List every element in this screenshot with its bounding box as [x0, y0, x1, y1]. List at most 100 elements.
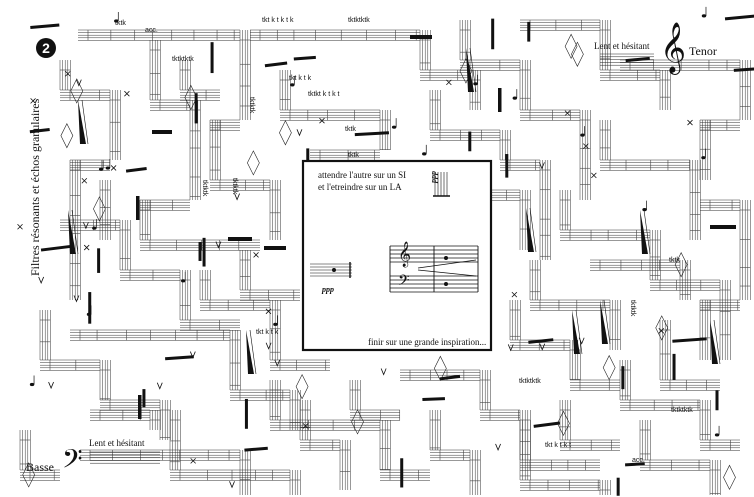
note-head [422, 152, 427, 156]
thick-bar [527, 21, 531, 42]
note-head [273, 322, 278, 326]
x-mark [265, 308, 272, 315]
x-mark [446, 79, 452, 86]
x-mark [190, 458, 196, 464]
v-mark [539, 162, 545, 170]
center-instruction-1: attendre l'autre sur un SI [318, 170, 407, 180]
v-mark [507, 344, 514, 352]
v-mark [539, 343, 546, 351]
glissando-line [71, 209, 79, 255]
note-head [701, 14, 707, 18]
bass-label: Basse [26, 460, 54, 474]
v-mark [234, 193, 240, 201]
x-mark [65, 70, 71, 77]
v-mark [274, 359, 281, 367]
diamond-mark [434, 355, 447, 382]
note-head [642, 208, 647, 212]
thick-bar [505, 154, 509, 178]
note-head [332, 268, 336, 272]
syllable-label: tktk [669, 257, 680, 264]
v-mark [83, 222, 89, 230]
treble-clef-icon: 𝄞 [660, 22, 687, 73]
center-instruction-2: et l'etreindre sur un LA [318, 182, 402, 192]
note-head [701, 156, 706, 160]
beam-mark [672, 337, 707, 343]
syllable-label: acc. [632, 457, 645, 464]
diamond-mark [723, 464, 736, 490]
thick-bar [616, 477, 620, 496]
thick-bar [244, 398, 248, 429]
glissando-wedge [466, 48, 474, 92]
syllable-label-vertical: tktktk [231, 178, 238, 195]
thick-bar [621, 366, 625, 390]
x-mark [83, 244, 90, 251]
beam-mark [244, 446, 268, 452]
beam-mark [29, 127, 50, 134]
note-head [444, 256, 448, 260]
diamond-mark [564, 33, 578, 60]
diamond-mark [602, 354, 616, 381]
tenor-label: Tenor [689, 44, 717, 58]
gliss-line [417, 259, 477, 269]
thick-bar [97, 248, 101, 273]
x-mark [81, 177, 88, 184]
glissando-wedge [600, 300, 608, 344]
syllable-label: tktktktk [348, 17, 370, 24]
diamond-mark [70, 78, 84, 104]
thick-bar [136, 196, 140, 220]
x-mark [302, 423, 309, 429]
v-mark [495, 443, 501, 451]
syllable-label: tktk [345, 126, 356, 133]
diamond-mark [655, 315, 669, 341]
glissando-line [643, 209, 651, 255]
glissando-wedge [526, 208, 534, 252]
tenor-tempo: Lent et hésitant [594, 41, 650, 51]
note-head [391, 125, 397, 129]
section-number-badge: 2 [36, 38, 56, 58]
central-frame [301, 159, 493, 352]
x-mark [583, 143, 589, 149]
diamond-mark [22, 462, 36, 488]
x-mark [658, 328, 665, 334]
v-mark [215, 241, 222, 249]
beam-mark [733, 67, 754, 72]
syllable-label: tktk [348, 152, 359, 159]
syllable-label: tkt k t k [289, 75, 312, 82]
note-head [444, 282, 448, 286]
beam-mark [724, 14, 754, 21]
thick-bar [88, 292, 92, 324]
thick-bar [194, 93, 198, 124]
syllable-label: acc. [145, 27, 158, 34]
v-mark [265, 342, 272, 350]
syllable-label: tkt k t k [256, 329, 279, 336]
note-head [98, 167, 104, 171]
syllable-label: tktkt k t k t [308, 91, 340, 98]
bass-tempo: Lent et hésitant [89, 438, 145, 448]
syllable-label: tktktktk [671, 407, 693, 414]
thick-bar [202, 237, 206, 267]
syllable-label: tkt k t k t [545, 442, 572, 449]
v-mark [75, 79, 82, 87]
x-mark [124, 90, 130, 97]
beam-mark [264, 61, 288, 68]
note-head [290, 83, 295, 87]
diamond-mark [557, 410, 570, 436]
glissando-wedge [572, 310, 580, 354]
beam-mark [354, 131, 390, 137]
x-mark [30, 98, 36, 104]
syllable-label-vertical: tktktk [248, 97, 255, 114]
beam-mark [40, 244, 74, 252]
glissando-line [713, 319, 721, 365]
v-mark [48, 381, 54, 390]
note-head [714, 433, 720, 437]
x-mark [687, 119, 693, 126]
center-treble-clef-icon: 𝄞 [398, 242, 412, 267]
thick-bar [152, 130, 172, 134]
syllable-label: tktktktk [172, 56, 194, 63]
bass-clef-icon: 𝄢 [62, 443, 83, 481]
syllable-label: tktk [115, 20, 126, 27]
v-mark [189, 351, 196, 359]
v-mark [38, 276, 45, 285]
syllable-label-vertical: tktktk [201, 180, 208, 197]
